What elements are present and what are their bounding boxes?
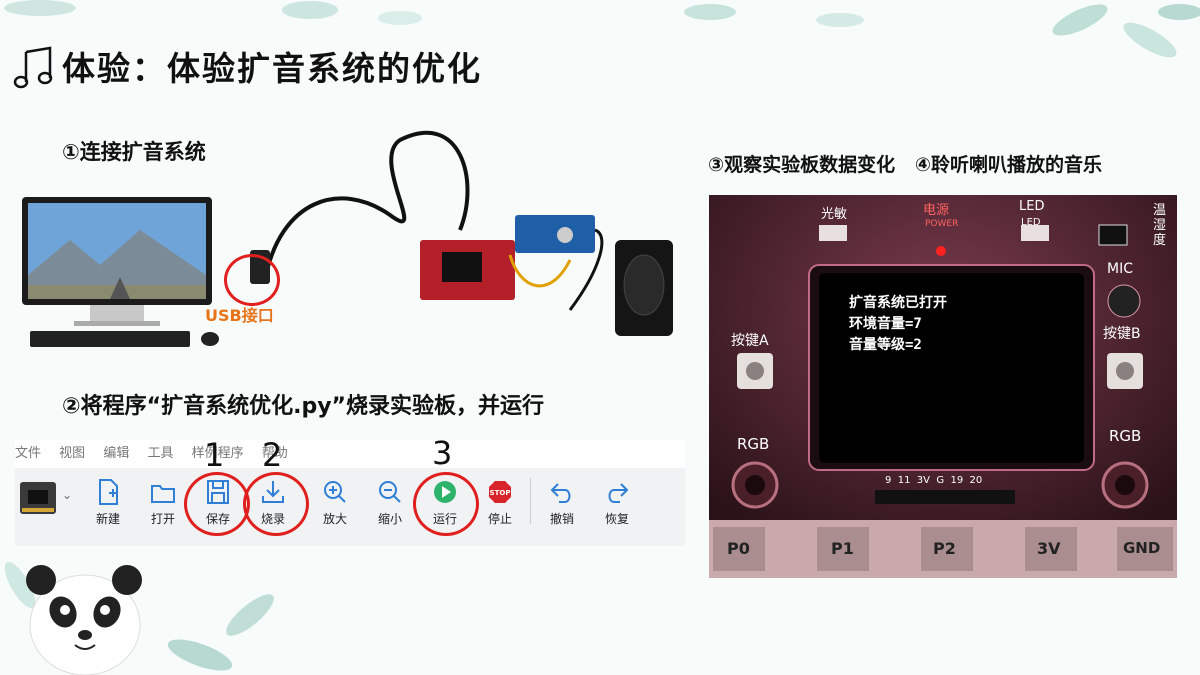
leaf-decoration-topleft	[4, 0, 76, 16]
label-led-2: LED	[1021, 217, 1041, 228]
label-power-en: POWER	[925, 219, 959, 229]
page-title: 体验：体验扩音系统的优化	[62, 49, 482, 88]
undo-button[interactable]: 撤销	[537, 472, 587, 532]
save-highlight	[184, 472, 250, 536]
step2-label: ②将程序“扩音系统优化.py”烧录实验板，并运行	[62, 394, 544, 419]
step-number-2: 2	[262, 436, 283, 474]
open-button[interactable]: 打开	[138, 472, 188, 532]
zoom-out-button[interactable]: 缩小	[365, 472, 415, 532]
screen-line-3: 音量等级=2	[849, 337, 922, 353]
label-led: LED	[1019, 199, 1045, 214]
label-rgb-right: RGB	[1109, 427, 1142, 445]
redo-button[interactable]: 恢复	[592, 472, 642, 532]
chevron-down-icon: ⌄	[62, 488, 73, 502]
computer-illustration	[22, 197, 219, 347]
label-temp: 温湿度	[1153, 203, 1167, 248]
panda-illustration	[26, 565, 142, 675]
step34-label: ③观察实验板数据变化 ④聆听喇叭播放的音乐	[708, 154, 1103, 176]
menu-view[interactable]: 视图	[59, 446, 86, 461]
label-light: 光敏	[821, 207, 848, 222]
label-p2: P2	[933, 539, 956, 558]
label-mic: MIC	[1107, 261, 1133, 277]
new-button[interactable]: 新建	[83, 472, 133, 532]
svg-text:STOP: STOP	[490, 489, 511, 497]
menu-tools[interactable]: 工具	[147, 446, 174, 461]
step-number-3: 3	[432, 434, 453, 472]
zoom-in-icon	[324, 481, 346, 503]
menu-file[interactable]: 文件	[15, 446, 42, 461]
label-power: 电源	[923, 203, 950, 218]
step1-label: ①连接扩音系统	[62, 140, 206, 164]
menu-bar: 文件 视图 编辑 工具 样例程序 帮助	[15, 440, 685, 468]
screen-line-1: 扩音系统已打开	[849, 295, 947, 311]
label-3v: 3V	[1037, 539, 1061, 558]
menu-edit[interactable]: 编辑	[103, 446, 130, 461]
zoom-in-button[interactable]: 放大	[310, 472, 360, 532]
menu-help[interactable]: 帮助	[261, 446, 288, 461]
leaf-decoration-bottom	[4, 562, 274, 671]
burn-highlight	[243, 472, 309, 536]
toolbar	[15, 468, 685, 546]
board-photo: 扩音系统已打开 环境音量=7 音量等级=2 光敏 电源 POWER LED LE…	[709, 195, 1177, 578]
leaf-decoration-top	[282, 1, 864, 27]
leaf-decoration-topright	[1052, 4, 1200, 58]
undo-icon	[550, 483, 571, 503]
speaker-system-illustration	[250, 130, 673, 336]
oled-screen-text: 扩音系统已打开 环境音量=7 音量等级=2	[849, 293, 947, 356]
redo-icon	[608, 483, 629, 503]
stop-icon: STOP	[489, 481, 511, 503]
board-selector[interactable]: ⌄	[18, 478, 76, 518]
menu-examples[interactable]: 样例程序	[191, 446, 244, 461]
board-graphic	[709, 195, 1177, 578]
step-number-1: 1	[204, 436, 225, 474]
usb-port-highlight	[224, 254, 280, 306]
label-p0: P0	[727, 539, 750, 558]
label-button-b: 按键B	[1103, 326, 1141, 342]
board-icon	[20, 482, 56, 514]
run-highlight	[413, 472, 479, 536]
label-p1: P1	[831, 539, 854, 558]
label-button-a: 按键A	[731, 333, 769, 349]
toolbar-divider	[530, 478, 531, 524]
label-rgb-left: RGB	[737, 435, 770, 453]
music-note-icon	[13, 46, 53, 89]
screen-line-2: 环境音量=7	[849, 316, 922, 332]
usb-port-label: USB接口	[205, 306, 274, 325]
stop-button[interactable]: STOP 停止	[475, 472, 525, 532]
zoom-out-icon	[379, 481, 401, 503]
label-gnd: GND	[1123, 539, 1161, 557]
folder-icon	[151, 485, 175, 503]
label-pins: 9 11 3V G 19 20	[885, 475, 983, 486]
new-file-icon	[99, 479, 118, 505]
